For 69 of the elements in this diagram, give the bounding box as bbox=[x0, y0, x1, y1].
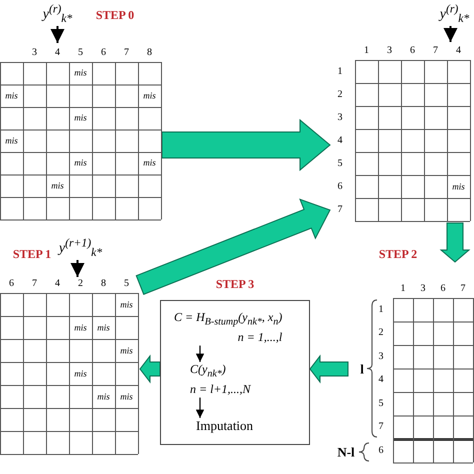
column-number: 1 bbox=[364, 46, 369, 56]
column-number: 1 bbox=[400, 284, 406, 294]
row-number: 7 bbox=[338, 204, 342, 214]
missing-marker: mis bbox=[452, 182, 465, 191]
missing-marker: mis bbox=[97, 323, 110, 332]
block-arrow bbox=[162, 118, 331, 172]
missing-marker: mis bbox=[51, 181, 64, 190]
column-number: 4 bbox=[456, 46, 461, 56]
column-number: 3 bbox=[420, 284, 426, 294]
missing-marker: mis bbox=[143, 91, 156, 100]
row-number: 4 bbox=[378, 375, 384, 386]
column-number: 6 bbox=[410, 46, 415, 56]
missing-marker: mis bbox=[120, 346, 133, 355]
column-number: 7 bbox=[32, 279, 37, 289]
column-number: 2 bbox=[78, 279, 83, 289]
column-number: 5 bbox=[78, 48, 83, 58]
missing-marker: mis bbox=[143, 158, 156, 168]
missing-marker: mis bbox=[74, 323, 87, 332]
column-number: 4 bbox=[55, 48, 60, 58]
column-number: 3 bbox=[387, 46, 392, 56]
block-arrow bbox=[136, 198, 331, 295]
missing-marker: mis bbox=[97, 392, 110, 401]
column-number: 7 bbox=[124, 48, 129, 58]
row-number: 3 bbox=[338, 112, 342, 122]
missing-marker: mis bbox=[74, 114, 87, 123]
column-number: 6 bbox=[9, 279, 14, 289]
missing-marker: mis bbox=[74, 369, 87, 378]
row-number: 1 bbox=[338, 66, 342, 76]
column-number: 7 bbox=[460, 284, 466, 294]
block-arrow bbox=[440, 222, 470, 263]
row-number: 3 bbox=[378, 352, 384, 362]
step-heading: STEP 3 bbox=[216, 278, 254, 290]
arrow bbox=[196, 346, 204, 362]
row-number: 4 bbox=[338, 136, 342, 146]
column-number: 3 bbox=[32, 48, 37, 58]
missing-marker: mis bbox=[120, 392, 133, 401]
row-number: 6 bbox=[378, 446, 384, 456]
brace-label: N-l bbox=[337, 446, 355, 458]
row-number: 6 bbox=[338, 182, 342, 192]
missing-marker: mis bbox=[74, 68, 87, 78]
formula-text: C = H$_{B-stump}$(y$_{nk*}$, x$_{n}$) bbox=[174, 311, 282, 328]
column-number: 6 bbox=[440, 284, 446, 294]
column-number: 5 bbox=[124, 279, 129, 289]
missing-marker: mis bbox=[120, 300, 133, 309]
block-arrow bbox=[309, 354, 348, 384]
column-number: 8 bbox=[101, 279, 106, 289]
missing-marker: mis bbox=[74, 158, 87, 168]
index-range: n = l+1,...,N bbox=[190, 383, 251, 397]
step-heading: STEP 1 bbox=[12, 248, 52, 260]
column-number: 4 bbox=[55, 279, 60, 289]
step-heading: STEP 2 bbox=[378, 248, 418, 260]
row-number: 1 bbox=[378, 304, 384, 315]
step-heading: STEP 0 bbox=[96, 9, 134, 21]
row-number: 2 bbox=[378, 328, 384, 338]
row-number: 7 bbox=[378, 422, 384, 432]
step-text: Imputation bbox=[196, 419, 254, 434]
column-number: 8 bbox=[147, 48, 152, 58]
arrow bbox=[196, 398, 204, 418]
column-number: 6 bbox=[101, 48, 106, 58]
column-number: 7 bbox=[433, 46, 438, 56]
row-number: 2 bbox=[338, 90, 342, 100]
index-range: n = 1,...,l bbox=[236, 331, 282, 345]
brace-label: l bbox=[360, 362, 364, 376]
formula-text: C(y$_{nk*}$) bbox=[190, 363, 227, 380]
row-number: 5 bbox=[378, 398, 384, 409]
row-number: 5 bbox=[338, 158, 342, 168]
block-arrow bbox=[139, 354, 160, 384]
missing-marker: mis bbox=[5, 91, 18, 100]
missing-marker: mis bbox=[5, 136, 18, 146]
